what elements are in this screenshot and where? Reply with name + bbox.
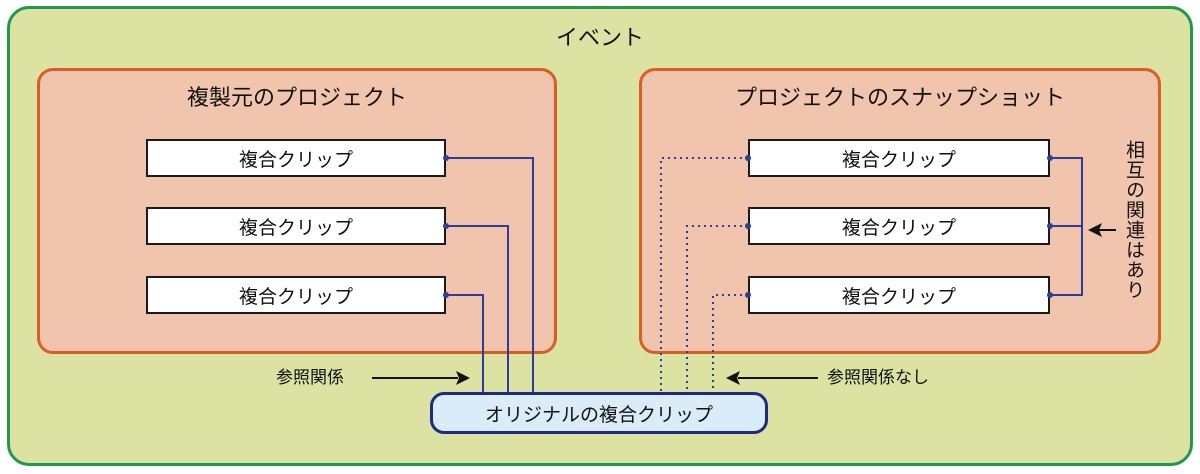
source-project-title: 複製元のプロジェクト [186, 86, 407, 111]
interrelation-arrow-head [1088, 223, 1102, 237]
arrows [372, 223, 1116, 385]
no-reference-line-1 [660, 157, 748, 394]
no-reference-label: 参照関係なし [827, 368, 929, 388]
snapshot-compound-clip-1[interactable]: 複合クリップ [748, 139, 1050, 177]
reference-line-3 [446, 294, 484, 394]
reference-arrow-head [456, 371, 470, 385]
source-compound-clip-3[interactable]: 複合クリップ [146, 276, 446, 314]
connector-dot [745, 155, 751, 161]
original-compound-clip[interactable]: オリジナルの複合クリップ [430, 392, 768, 434]
event-title: イベント [555, 26, 644, 51]
no-reference-line-2 [686, 225, 748, 394]
reference-dots [443, 155, 449, 298]
snapshot-compound-clip-2[interactable]: 複合クリップ [748, 207, 1050, 245]
connector-dot [443, 292, 449, 298]
no-reference-arrow-head [726, 371, 740, 385]
connector-dot [443, 223, 449, 229]
bracket-dots [1047, 155, 1053, 298]
interrelation-bracket [1050, 157, 1083, 296]
source-compound-clip-1[interactable]: 複合クリップ [146, 139, 446, 177]
no-reference-connectors [660, 157, 748, 394]
source-compound-clip-2[interactable]: 複合クリップ [146, 207, 446, 245]
snapshot-project-title: プロジェクトのスナップショット [734, 86, 1065, 111]
connector-dot [1047, 223, 1053, 229]
reference-line-1 [446, 157, 534, 394]
connector-dot [745, 223, 751, 229]
connector-dot [745, 292, 751, 298]
interrelation-label: 相互の関連はあり [1123, 140, 1145, 300]
snapshot-compound-clip-3[interactable]: 複合クリップ [748, 276, 1050, 314]
no-reference-dots [745, 155, 751, 298]
reference-label: 参照関係 [276, 368, 344, 388]
reference-connectors [446, 157, 534, 394]
connector-dot [1047, 292, 1053, 298]
connector-dot [1047, 155, 1053, 161]
connector-dot [443, 155, 449, 161]
reference-line-2 [446, 225, 509, 394]
